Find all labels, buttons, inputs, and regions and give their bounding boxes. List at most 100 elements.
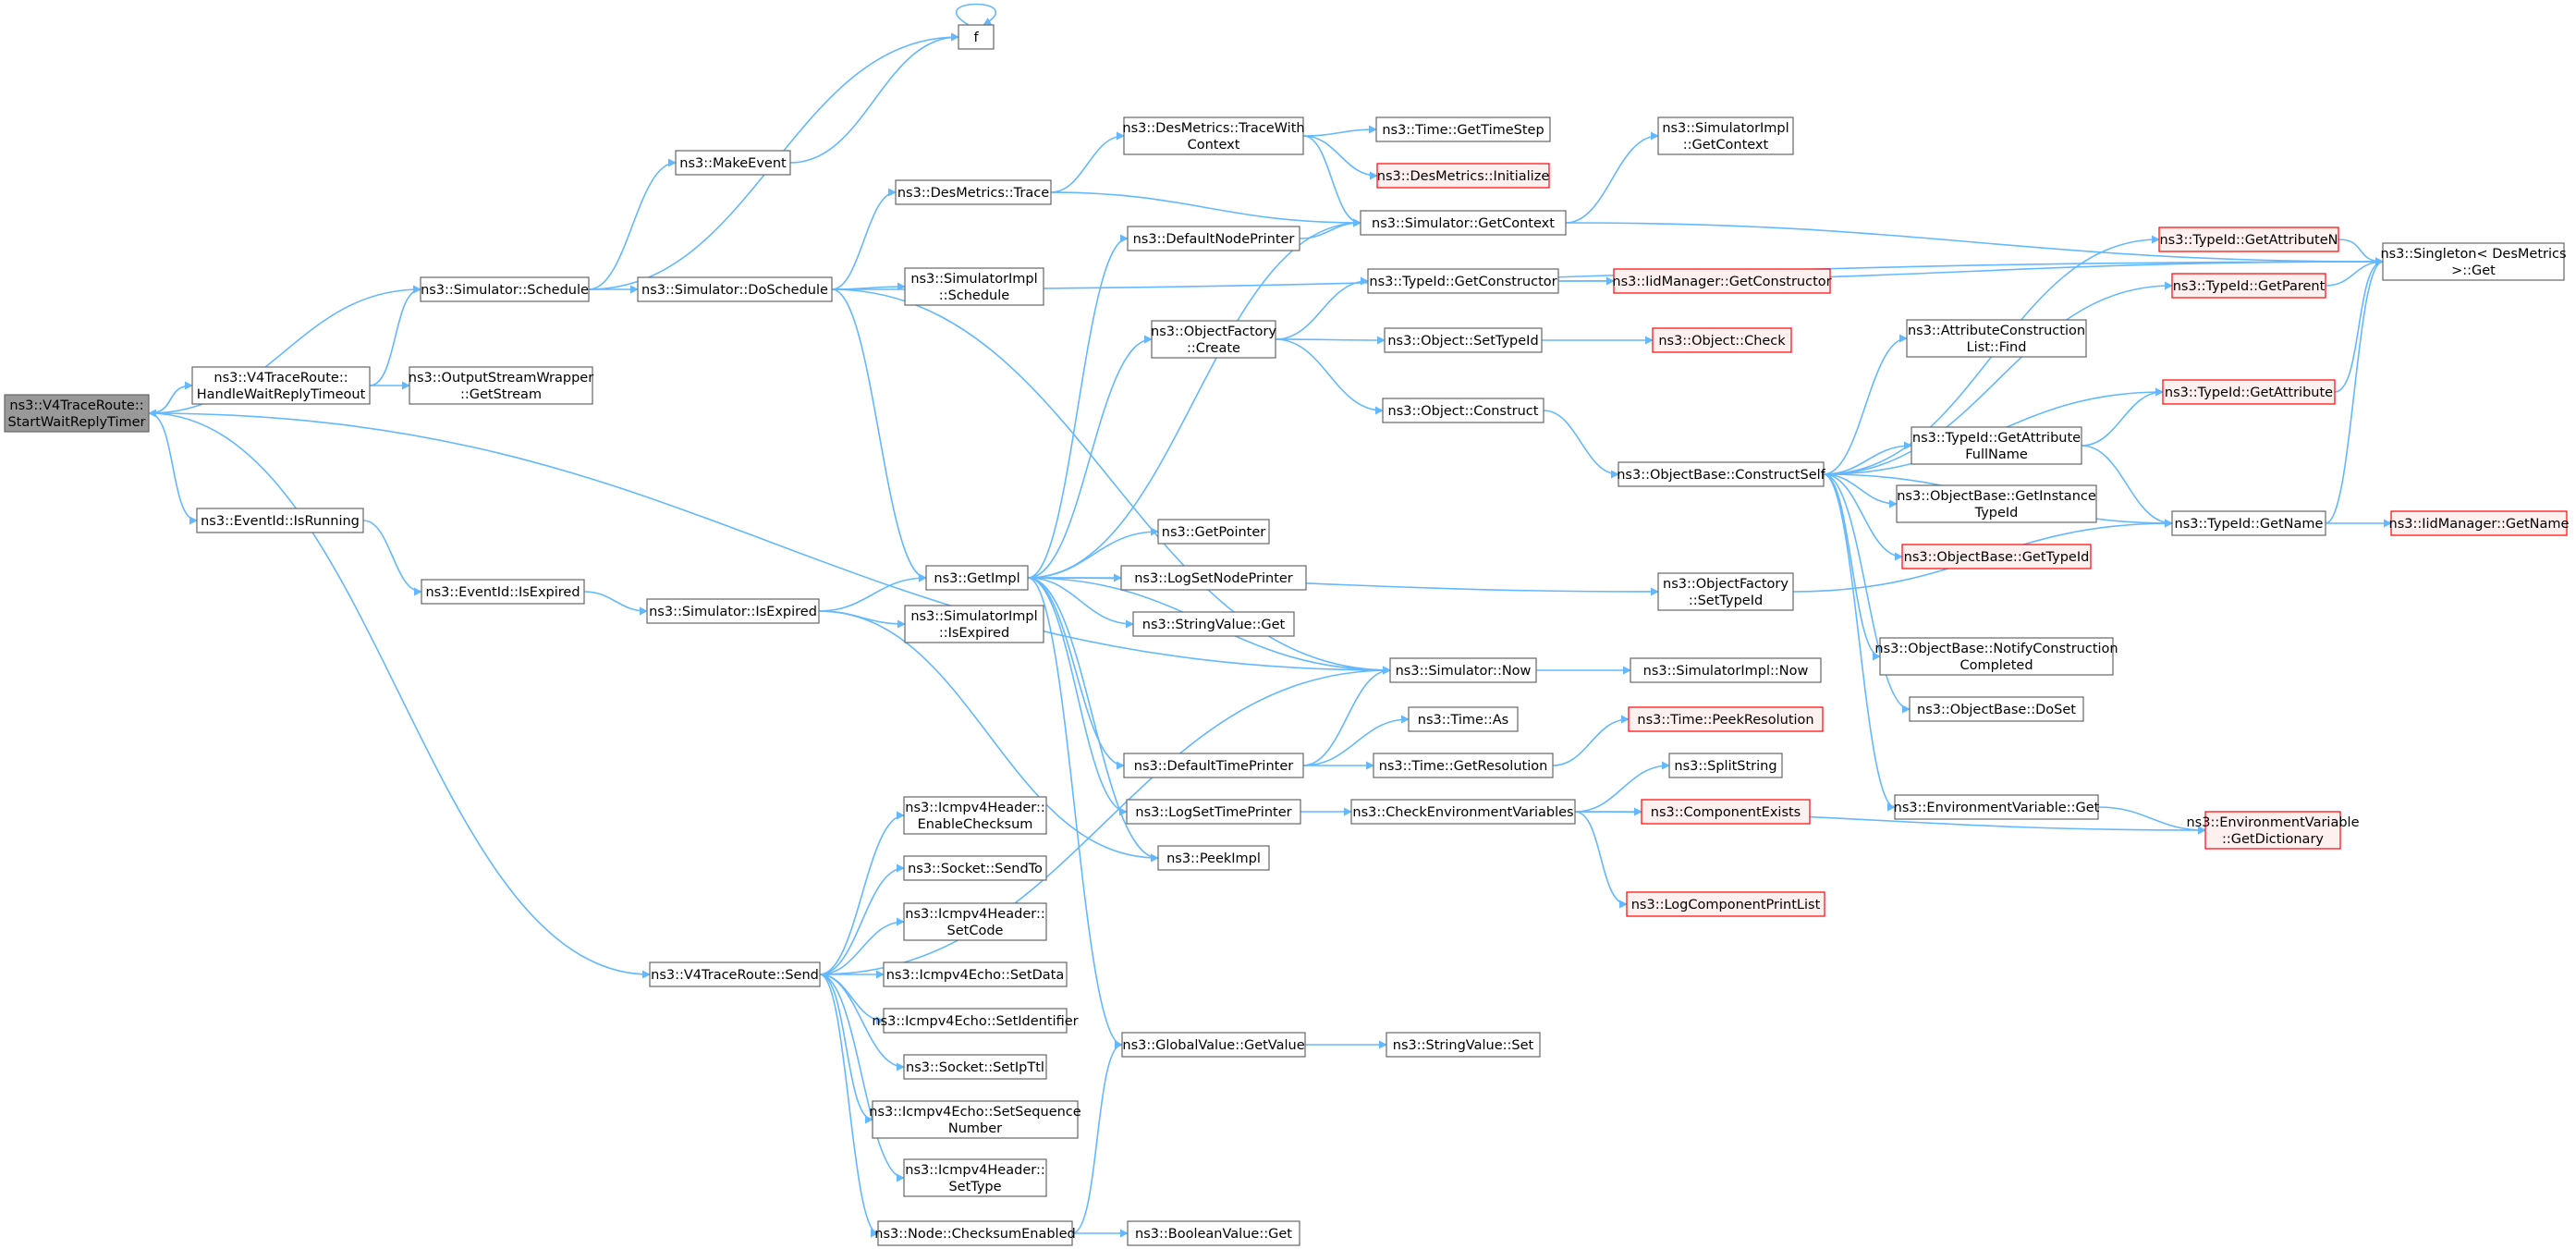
node-defnodeprinter[interactable]: ns3::DefaultNodePrinter	[1127, 226, 1300, 251]
node-setcode[interactable]: ns3::Icmpv4Header::SetCode	[903, 902, 1047, 941]
node-enablecs[interactable]: ns3::Icmpv4Header::EnableChecksum	[903, 796, 1047, 835]
node-setdata[interactable]: ns3::Icmpv4Echo::SetData	[883, 961, 1068, 987]
node-peekres[interactable]: ns3::Time::PeekResolution	[1628, 706, 1824, 732]
node-doschedule[interactable]: ns3::Simulator::DoSchedule	[637, 276, 833, 302]
node-tidgetparent[interactable]: ns3::TypeId::GetParent	[2171, 273, 2326, 299]
node-objfactsettid[interactable]: ns3::ObjectFactory::SetTypeId	[1657, 572, 1794, 611]
node-setipttl[interactable]: ns3::Socket::SetIpTtl	[903, 1054, 1047, 1080]
node-desinit[interactable]: ns3::DesMetrics::Initialize	[1376, 163, 1550, 189]
node-label: ns3::Icmpv4Header::	[905, 801, 1044, 815]
node-peekimpl[interactable]: ns3::PeekImpl	[1157, 845, 1270, 871]
node-csenabled[interactable]: ns3::Node::ChecksumEnabled	[874, 1220, 1076, 1246]
node-getpointer[interactable]: ns3::GetPointer	[1157, 519, 1270, 545]
node-label: >::Get	[2451, 263, 2496, 278]
edge-send-to-sendto	[819, 863, 905, 975]
node-box	[1657, 116, 1794, 155]
node-boolget[interactable]: ns3::BooleanValue::Get	[1127, 1220, 1300, 1246]
node-label: ns3::OutputStreamWrapper	[409, 371, 593, 386]
node-objconstruct[interactable]: ns3::Object::Construct	[1382, 398, 1544, 423]
edge-getimpl-to-objfactcreate	[1027, 335, 1153, 579]
node-objfactcreate[interactable]: ns3::ObjectFactory::Create	[1151, 320, 1276, 359]
node-simexpired[interactable]: ns3::Simulator::IsExpired	[646, 598, 820, 624]
node-box	[1641, 799, 1811, 825]
node-handlewait[interactable]: ns3::V4TraceRoute::HandleWaitReplyTimeou…	[191, 366, 371, 405]
node-box	[649, 961, 821, 987]
node-simnow[interactable]: ns3::Simulator::Now	[1389, 657, 1537, 683]
node-singletonget[interactable]: ns3::Singleton< DesMetrics >::Get	[2380, 242, 2567, 281]
node-logsetnode[interactable]: ns3::LogSetNodePrinter	[1120, 565, 1307, 591]
node-doset[interactable]: ns3::ObjectBase::DoSet	[1909, 696, 2084, 722]
node-tidgetattr[interactable]: ns3::TypeId::GetAttribute	[2162, 379, 2336, 405]
node-label: Completed	[1959, 658, 2033, 673]
node-implgetctx[interactable]: ns3::SimulatorImpl::GetContext	[1657, 116, 1794, 155]
node-makeevent[interactable]: ns3::MakeEvent	[675, 150, 791, 176]
node-implsched[interactable]: ns3::SimulatorImpl::Schedule	[904, 267, 1044, 306]
node-evexpired[interactable]: ns3::EventId::IsExpired	[421, 579, 585, 605]
node-strvalget[interactable]: ns3::StringValue::Get	[1132, 611, 1295, 637]
node-compexists[interactable]: ns3::ComponentExists	[1641, 799, 1811, 825]
node-tidgetname[interactable]: ns3::TypeId::GetName	[2171, 510, 2326, 536]
node-box	[1350, 799, 1576, 825]
node-box	[903, 855, 1047, 881]
node-setTypeId[interactable]: ns3::Object::SetTypeId	[1384, 327, 1543, 353]
node-deftimeprinter[interactable]: ns3::DefaultTimePrinter	[1123, 753, 1304, 778]
node-f[interactable]: f	[958, 24, 995, 50]
edge-simexpired-to-peekimpl	[818, 610, 1159, 863]
node-logcomplist[interactable]: ns3::LogComponentPrintList	[1626, 891, 1825, 917]
node-label: ns3::Simulator::IsExpired	[649, 605, 817, 619]
node-logsettime[interactable]: ns3::LogSetTimePrinter	[1126, 799, 1301, 825]
node-destrace[interactable]: ns3::DesMetrics::Trace	[895, 179, 1052, 205]
node-schedule[interactable]: ns3::Simulator::Schedule	[420, 276, 590, 302]
node-envgetdict[interactable]: ns3::EnvironmentVariable::GetDictionary	[2186, 811, 2360, 850]
node-strvalset[interactable]: ns3::StringValue::Set	[1386, 1032, 1541, 1058]
node-checkenv[interactable]: ns3::CheckEnvironmentVariables	[1350, 799, 1576, 825]
node-globalget[interactable]: ns3::GlobalValue::GetValue	[1121, 1032, 1306, 1058]
node-label: ns3::Icmpv4Header::	[905, 907, 1044, 922]
node-box	[1123, 753, 1304, 778]
node-iidgetctor[interactable]: ns3::IidManager::GetConstructor	[1612, 268, 1832, 294]
node-constructself[interactable]: ns3::ObjectBase::ConstructSelf	[1617, 461, 1826, 487]
node-objcheck[interactable]: ns3::Object::Check	[1652, 327, 1792, 353]
node-envget[interactable]: ns3::EnvironmentVariable::Get	[1894, 794, 2100, 820]
node-splitstring[interactable]: ns3::SplitString	[1668, 753, 1783, 778]
edge-doschedule-to-getimpl	[831, 288, 927, 582]
node-sendto[interactable]: ns3::Socket::SendTo	[903, 855, 1047, 881]
node-simgetctx[interactable]: ns3::Simulator::GetContext	[1360, 210, 1567, 236]
node-notifycons[interactable]: ns3::ObjectBase::NotifyConstructionCompl…	[1874, 637, 2118, 676]
node-typeidgetctor[interactable]: ns3::TypeId::GetConstructor	[1367, 268, 1559, 294]
node-box	[1376, 163, 1550, 189]
graph-nodes: ns3::V4TraceRoute::StartWaitReplyTimer fn…	[4, 24, 2570, 1246]
node-isrunning[interactable]: ns3::EventId::IsRunning	[196, 508, 364, 533]
node-label: ns3::ObjectBase::DoSet	[1917, 703, 2076, 717]
node-root[interactable]: ns3::V4TraceRoute::StartWaitReplyTimer	[4, 394, 150, 433]
node-objbasegettid[interactable]: ns3::ObjectBase::GetTypeId	[1901, 544, 2092, 569]
node-setident[interactable]: ns3::Icmpv4Echo::SetIdentifier	[872, 1008, 1079, 1034]
node-iidgetname[interactable]: ns3::IidManager::GetName	[2389, 510, 2570, 536]
node-label: ns3::DefaultNodePrinter	[1133, 232, 1295, 247]
node-send[interactable]: ns3::V4TraceRoute::Send	[649, 961, 821, 987]
node-getstream[interactable]: ns3::OutputStreamWrapper::GetStream	[409, 366, 593, 405]
node-timeas[interactable]: ns3::Time::As	[1408, 706, 1519, 732]
edge-simgetctx-to-singletonget	[1565, 222, 2384, 266]
edge-destrace-to-simgetctx	[1050, 191, 1361, 227]
node-box	[1127, 1220, 1300, 1246]
node-label: f	[973, 31, 979, 45]
node-timegetres[interactable]: ns3::Time::GetResolution	[1373, 753, 1554, 778]
node-getimpl[interactable]: ns3::GetImpl	[925, 565, 1029, 591]
node-implnow[interactable]: ns3::SimulatorImpl::Now	[1630, 657, 1822, 683]
node-gettimestep[interactable]: ns3::Time::GetTimeStep	[1375, 116, 1551, 142]
node-settype[interactable]: ns3::Icmpv4Header::SetType	[903, 1158, 1047, 1197]
node-box	[2171, 510, 2326, 536]
node-implexpired[interactable]: ns3::SimulatorImpl::IsExpired	[904, 605, 1044, 643]
node-label: ns3::Time::GetResolution	[1379, 759, 1548, 774]
edge-send-to-setcode	[819, 917, 905, 975]
node-tidgetattrn[interactable]: ns3::TypeId::GetAttributeN	[2158, 227, 2339, 252]
edge-getimpl-to-deftimeprinter	[1027, 577, 1125, 770]
node-label: ns3::SimulatorImpl	[1662, 121, 1789, 136]
node-box	[883, 1008, 1068, 1034]
